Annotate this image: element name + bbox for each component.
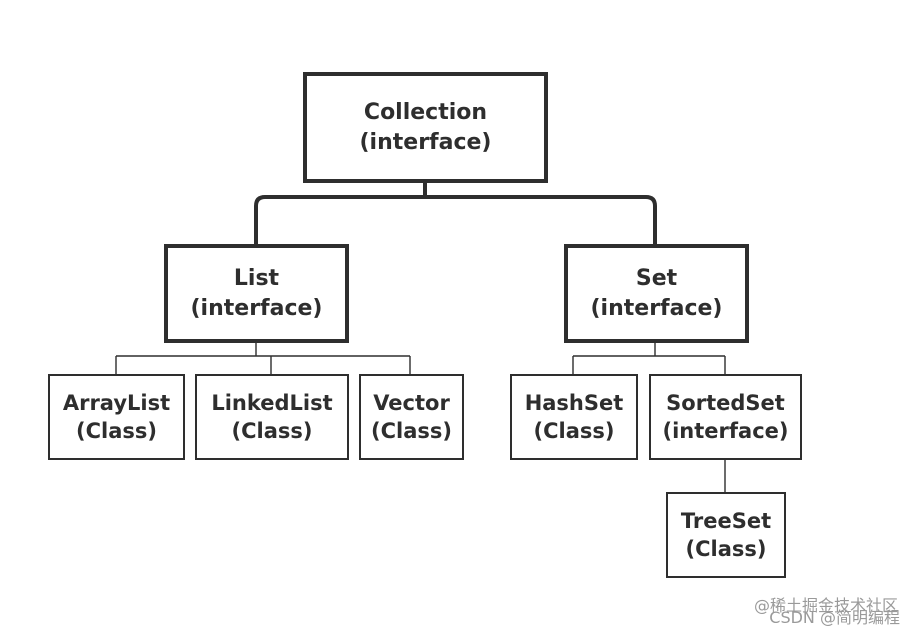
sortedset-name: SortedSet: [666, 390, 785, 415]
sortedset-node: SortedSet (interface): [649, 374, 802, 460]
hashset-node: HashSet (Class): [510, 374, 638, 460]
set-name: Set: [635, 265, 678, 291]
collection-node: Collection (interface): [303, 72, 548, 183]
treeset-node: TreeSet (Class): [666, 492, 786, 578]
hashset-name: HashSet: [524, 390, 624, 415]
linkedlist-kind: (Class): [231, 419, 313, 443]
connector-list-children: [115, 342, 411, 374]
watermark-csdn: CSDN @简明编程: [769, 608, 900, 627]
vector-node: Vector (Class): [359, 374, 464, 460]
arraylist-node: ArrayList (Class): [48, 374, 185, 460]
arraylist-name: ArrayList: [62, 390, 171, 415]
linkedlist-node: LinkedList (Class): [195, 374, 349, 460]
set-kind: (interface): [590, 295, 723, 321]
connector-collection-set: [425, 195, 657, 244]
hashset-kind: (Class): [533, 419, 615, 443]
collection-name: Collection: [363, 99, 488, 125]
connector-set-children: [572, 342, 726, 374]
watermark-juejin: @稀土掘金技术社区: [753, 596, 898, 615]
collection-kind: (interface): [359, 129, 492, 155]
sortedset-kind: (interface): [662, 419, 789, 443]
treeset-kind: (Class): [685, 537, 767, 561]
list-kind: (interface): [190, 295, 323, 321]
vector-kind: (Class): [371, 419, 452, 443]
list-name: List: [233, 265, 280, 291]
treeset-name: TreeSet: [680, 508, 772, 533]
linkedlist-name: LinkedList: [211, 390, 333, 415]
connector-collection-list: [254, 182, 427, 244]
arraylist-kind: (Class): [76, 419, 157, 443]
list-node: List (interface): [164, 244, 349, 343]
vector-name: Vector: [373, 390, 450, 415]
set-node: Set (interface): [564, 244, 749, 343]
